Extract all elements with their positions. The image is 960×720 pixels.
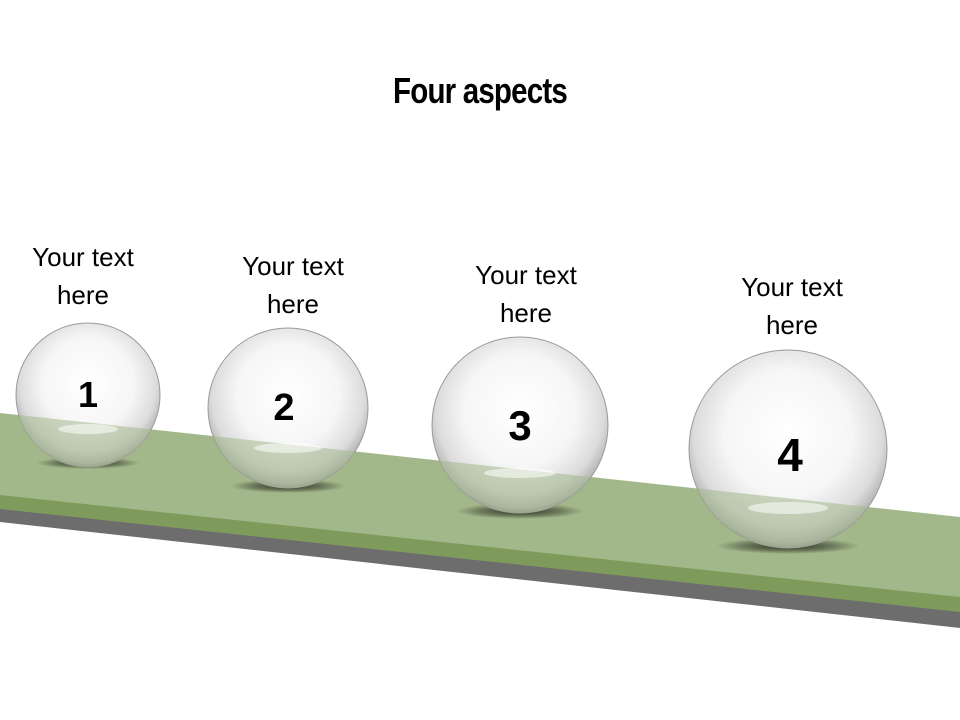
step-caption-line: Your text <box>32 242 134 272</box>
step-number-4: 4 <box>777 429 803 481</box>
step-caption-line: here <box>266 289 320 319</box>
step-caption-4: Your text here <box>692 268 892 344</box>
slide-title: Four aspects <box>393 70 568 111</box>
step-caption-line: Your text <box>475 260 577 290</box>
step-caption-3: Your text here <box>426 256 626 332</box>
ramp-edge <box>0 493 960 612</box>
step-caption-line: here <box>765 310 819 340</box>
sphere-3 <box>431 336 609 514</box>
step-caption-line: here <box>56 280 110 310</box>
step-number-3: 3 <box>508 402 532 449</box>
ramp-shadow <box>0 505 960 628</box>
step-number-2: 2 <box>273 387 295 429</box>
step-caption-1: Your text here <box>0 238 183 314</box>
step-caption-2: Your text here <box>193 247 393 323</box>
sphere-1 <box>15 322 161 468</box>
step-caption-line: here <box>499 298 553 328</box>
step-caption-line: Your text <box>242 251 344 281</box>
sphere-4 <box>688 349 888 549</box>
step-caption-line: Your text <box>741 272 843 302</box>
step-number-1: 1 <box>77 374 99 415</box>
